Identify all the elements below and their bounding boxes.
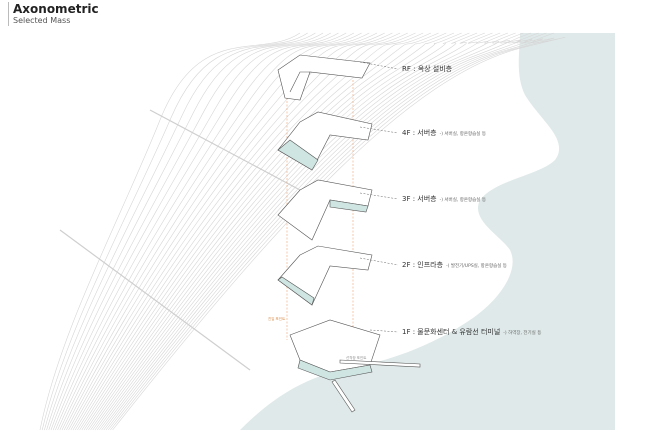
contour-line <box>103 32 524 431</box>
contour-line <box>112 32 566 431</box>
floor-name: 2F : 인프라층 <box>402 261 444 269</box>
mass-3f <box>277 179 373 241</box>
floor-note: -) 하역장, 전기실 등 <box>503 331 542 336</box>
contour-line <box>83 32 455 431</box>
contour-line <box>48 32 331 431</box>
mass-rf <box>277 54 371 101</box>
floor-label-4f: 4F : 서버층-) 서버실, 항온항습실 등 <box>402 128 486 138</box>
pier <box>339 359 421 368</box>
contour-lines <box>39 32 566 431</box>
contour-line <box>59 32 370 431</box>
contour-line <box>92 32 485 431</box>
contour-line <box>68 32 401 431</box>
contour-line <box>50 32 339 431</box>
annotation-entry: 진입 포인트 <box>268 317 286 321</box>
contour-line <box>61 32 378 431</box>
contour-line <box>44 32 316 431</box>
contour-line <box>66 32 393 431</box>
building-masses <box>277 54 421 413</box>
contour-line <box>79 32 439 431</box>
annotation-pier: 선착장 포인트 <box>346 356 367 360</box>
contour-line <box>105 32 533 431</box>
header: Axonometric Selected Mass <box>8 2 99 26</box>
contour-line <box>55 32 355 431</box>
floor-name: 1F : 물문화센터 & 유람선 터미널 <box>402 328 501 336</box>
contour-line <box>88 32 470 431</box>
contour-line <box>77 32 432 431</box>
mass-4f <box>277 111 373 171</box>
contour-line <box>52 32 347 431</box>
page-subtitle: Selected Mass <box>13 16 71 25</box>
floor-note: -) 발전기/UPS실, 항온항습실 등 <box>446 264 507 269</box>
leader-lines <box>359 61 399 333</box>
floor-label-1f: 1F : 물문화센터 & 유람선 터미널-) 하역장, 전기실 등 <box>402 327 541 337</box>
floor-label-2f: 2F : 인프라층-) 발전기/UPS실, 항온항습실 등 <box>402 260 507 270</box>
floor-name: RF : 옥상 설비층 <box>402 65 453 73</box>
contour-line <box>110 32 555 431</box>
floor-name: 3F : 서버층 <box>402 195 437 203</box>
contour-line <box>81 32 447 431</box>
mass-1f <box>289 319 381 381</box>
breakwater <box>331 379 356 413</box>
contour-line <box>94 32 493 431</box>
contour-line <box>101 32 516 431</box>
contour-line <box>74 32 424 431</box>
contour-line <box>90 32 478 431</box>
site-map <box>39 32 615 431</box>
floor-label-rf: RF : 옥상 설비층 <box>402 64 452 74</box>
contour-line <box>72 32 416 431</box>
contour-line <box>41 32 308 431</box>
road <box>59 109 301 371</box>
contour-line <box>85 32 462 431</box>
contour-line <box>63 32 385 431</box>
sea <box>240 33 615 430</box>
contour-line <box>46 32 324 431</box>
contour-line <box>96 32 501 431</box>
contour-line <box>70 32 408 431</box>
floor-note: -) 서버실, 항온항습실 등 <box>439 132 486 137</box>
mass-2f <box>277 245 373 306</box>
contour-line <box>107 32 544 431</box>
contour-line <box>57 32 362 431</box>
page-title: Axonometric <box>13 2 99 16</box>
floor-label-3f: 3F : 서버층-) 서버실, 항온항습실 등 <box>402 194 486 204</box>
floor-name: 4F : 서버층 <box>402 129 437 137</box>
floor-note: -) 서버실, 항온항습실 등 <box>439 198 486 203</box>
contour-line <box>99 32 509 431</box>
contour-line <box>39 32 301 431</box>
